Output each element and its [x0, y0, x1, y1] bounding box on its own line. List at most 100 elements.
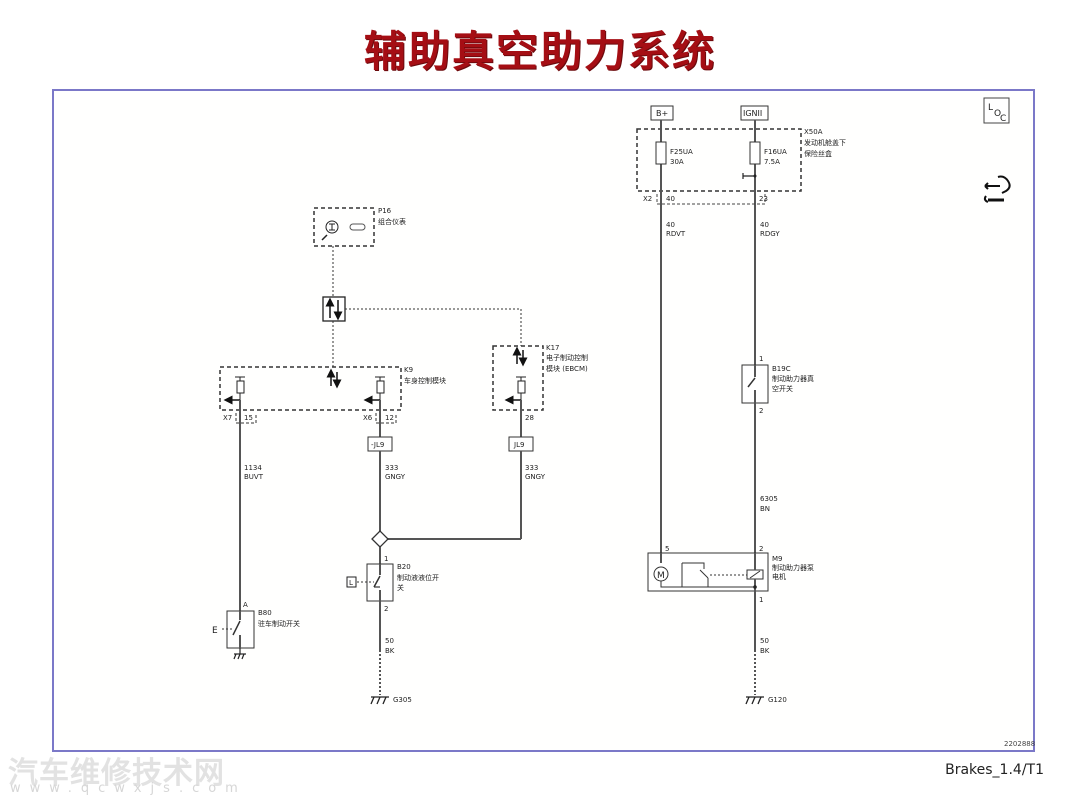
ground-b80-icon: [233, 648, 246, 660]
b80-parking-brake-switch: [222, 610, 255, 649]
fusebox-id: X50A: [804, 128, 823, 136]
wire-label: RDVT: [666, 230, 686, 238]
bplus-label: B+: [656, 109, 668, 118]
pin-label: 15: [244, 414, 253, 422]
k9-input-2: [363, 376, 385, 405]
wire-label: 1134: [244, 464, 262, 472]
level-sensor-icon: [346, 576, 357, 588]
conn-x2: X2: [643, 195, 652, 203]
k17-id: K17: [546, 344, 560, 352]
pin-label: 1: [759, 596, 763, 604]
level-symbol: L: [349, 579, 353, 587]
svg-text:L: L: [988, 103, 993, 113]
ground-g120-icon: [745, 696, 764, 705]
k9-outline: [219, 366, 402, 411]
m9-name: 电机: [772, 572, 786, 581]
pin-40: 40: [666, 195, 675, 203]
wire-label: 6305: [760, 495, 778, 503]
wire-label: 50: [385, 637, 394, 645]
service-connector-icon: [983, 175, 1011, 203]
p16-outline: [313, 207, 375, 247]
m9-id: M9: [772, 555, 783, 563]
pin-label: 5: [665, 545, 669, 553]
svg-text:O: O: [994, 109, 1001, 119]
k9-input-1: [223, 376, 245, 405]
fuse1-rating: 30A: [670, 158, 684, 166]
ignii-terminal: IGNII: [740, 105, 769, 121]
m9-name: 制动助力器泵: [772, 563, 814, 572]
pin-label: 2: [384, 605, 388, 613]
jl9-label: JL9: [513, 441, 524, 449]
conn-label: X6: [363, 414, 373, 422]
b80-id: B80: [258, 609, 272, 617]
fuse-f25ua: [655, 141, 667, 165]
b19c-id: B19C: [772, 365, 791, 373]
ground-g305-icon: [370, 696, 389, 705]
pin-23: 23: [759, 195, 768, 203]
fusebox-outline: [636, 128, 802, 192]
b20-id: B20: [397, 563, 411, 571]
k9-id: K9: [404, 366, 413, 374]
splice-mark: [742, 173, 755, 179]
fuse2-id: F16UA: [764, 148, 787, 156]
gateway-icon: [322, 296, 346, 322]
document-id: 2202888: [1004, 740, 1036, 748]
motor-label: M: [657, 571, 665, 581]
k17-name: 电子制动控制: [546, 353, 588, 362]
ignii-label: IGNII: [743, 109, 762, 118]
fusebox-name-1: 发动机舱盖下: [804, 138, 846, 147]
loc-icon: L O C: [983, 97, 1010, 124]
conn-label: X7: [223, 414, 232, 422]
wire-label: BN: [760, 505, 770, 513]
wire-label: 50: [760, 637, 769, 645]
b19c-name: 空开关: [772, 384, 793, 393]
fusebox-name-2: 保险丝盒: [804, 149, 832, 158]
svg-text:C: C: [1000, 114, 1006, 124]
b19c-name: 制动助力器真: [772, 374, 814, 383]
wire-label: BK: [760, 647, 770, 655]
wire-label: 333: [525, 464, 538, 472]
pin-label: A: [243, 601, 248, 609]
wire-label: GNGY: [385, 473, 406, 481]
wire-label: BK: [385, 647, 395, 655]
m9-pump-motor: M: [647, 552, 769, 592]
wire-label: 40: [666, 221, 675, 229]
k17-input: [504, 376, 526, 405]
wire-label: BUVT: [244, 473, 264, 481]
indicator-icon: [349, 223, 366, 231]
wire-label: 40: [760, 221, 769, 229]
k17-name: 模块 (EBCM): [546, 364, 588, 373]
splice-diamond: [371, 530, 389, 548]
jl9-label: -JL9: [371, 441, 384, 449]
diagram-frame: [52, 89, 1035, 752]
pin-label: 12: [385, 414, 394, 422]
pin-label: 1: [384, 555, 388, 563]
wire-label: RDGY: [760, 230, 780, 238]
k9-name: 车身控制模块: [404, 376, 446, 385]
b20-name: 制动液液位开: [397, 573, 439, 582]
data-arrows-icon: [326, 368, 342, 389]
watermark-url: www.qcwxjs.com: [10, 781, 247, 796]
fuse2-rating: 7.5A: [764, 158, 780, 166]
pin-label: 2: [759, 407, 763, 415]
b80-name: 驻车制动开关: [258, 619, 300, 628]
ground-label: G305: [393, 696, 412, 704]
fuse1-id: F25UA: [670, 148, 693, 156]
page-title: 辅助真空助力系统: [363, 27, 716, 76]
data-arrows-icon: [512, 346, 528, 367]
b20-fluid-level-switch: [357, 563, 394, 602]
p16-name: 组合仪表: [378, 217, 406, 226]
k17-outline: [492, 345, 544, 411]
b20-name: 关: [397, 583, 404, 592]
wire-label: GNGY: [525, 473, 546, 481]
ground-label: G120: [768, 696, 787, 704]
fuse-f16ua: [749, 141, 761, 165]
wire-label: 333: [385, 464, 398, 472]
watermark-text: 汽车维修技术网: [8, 756, 225, 791]
e-symbol: E: [212, 626, 218, 636]
pin-label: 28: [525, 414, 534, 422]
pin-label: 1: [759, 355, 763, 363]
pin-label: 2: [759, 545, 763, 553]
b19c-vacuum-switch: [741, 364, 769, 404]
